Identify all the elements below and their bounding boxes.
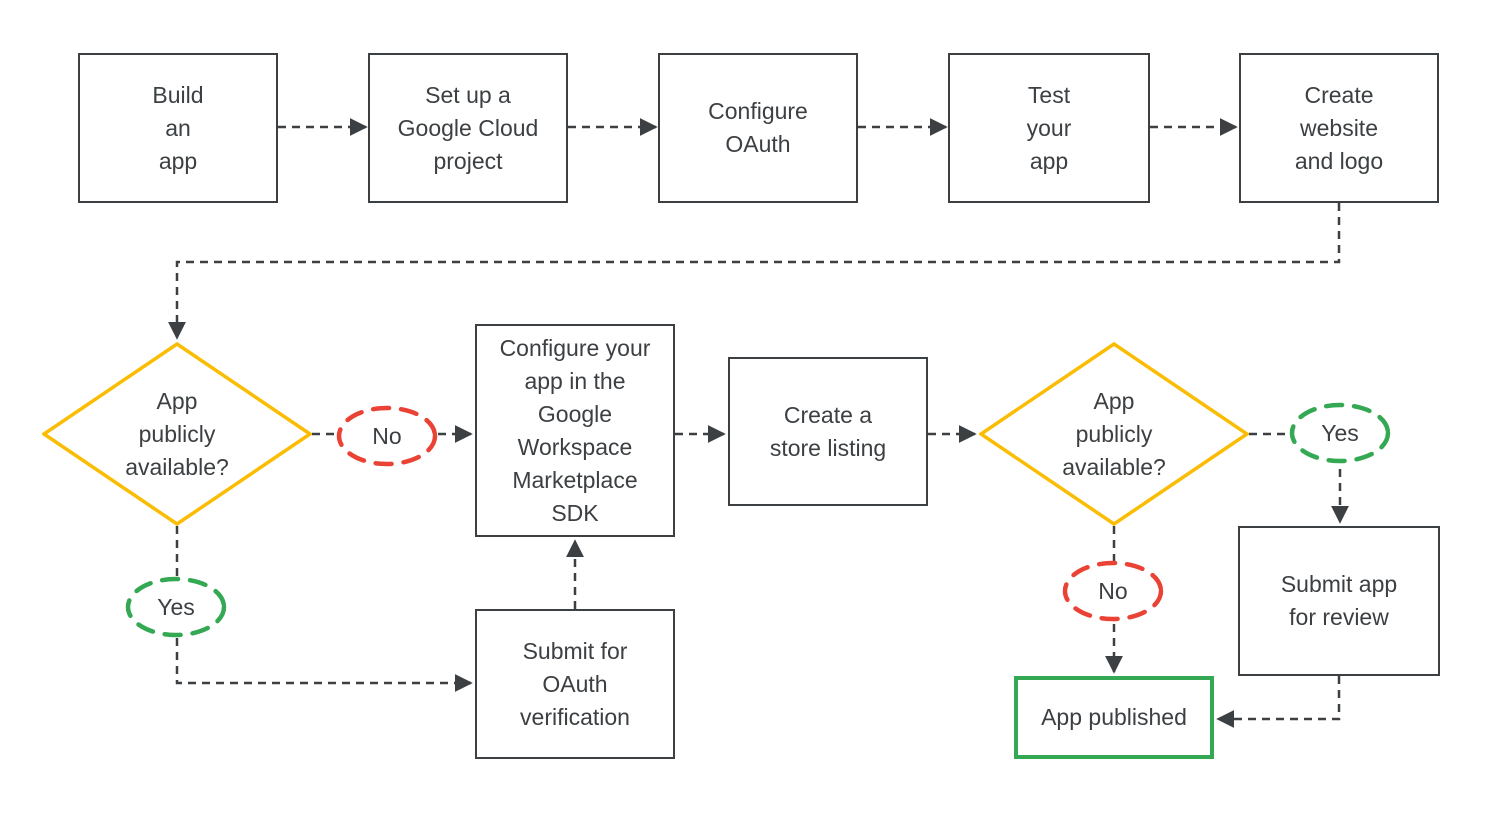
node-build-an-app-label: Build an app bbox=[152, 81, 204, 174]
node-create-store-listing: Create a store listing bbox=[728, 357, 928, 506]
edge-label-yes-right: Yes bbox=[1288, 401, 1392, 465]
edge-label-no-right-text: No bbox=[1098, 577, 1128, 604]
edge-label-no-left-text: No bbox=[372, 422, 402, 449]
oval-outline-yes-left bbox=[125, 576, 227, 638]
node-test-your-app-label: Test your app bbox=[1026, 81, 1072, 174]
node-create-store-listing-label: Create a store listing bbox=[769, 401, 887, 461]
node-sdk-label: Configure your app in the Google Workspa… bbox=[499, 334, 651, 526]
oval-outline-yes-right bbox=[1289, 402, 1391, 464]
edge-label-no-right: No bbox=[1061, 559, 1165, 623]
node-decision-left-label: App publicly available? bbox=[125, 387, 229, 480]
node-set-up-google-cloud-project-label: Set up a Google Cloud project bbox=[397, 81, 539, 174]
node-create-website-and-logo: Create website and logo bbox=[1239, 53, 1439, 203]
oval-outline-no-left bbox=[336, 405, 438, 467]
node-decision-right-label: App publicly available? bbox=[1062, 387, 1166, 480]
connector-decision-left-yes-to-oauth-verification bbox=[175, 526, 473, 692]
connector-submit-review-to-app-published bbox=[1216, 676, 1341, 728]
node-set-up-google-cloud-project: Set up a Google Cloud project bbox=[368, 53, 568, 203]
node-test-your-app: Test your app bbox=[948, 53, 1150, 203]
diamond-outline-right bbox=[979, 342, 1249, 526]
node-create-website-and-logo-label: Create website and logo bbox=[1294, 81, 1384, 174]
oval-outline-no-right bbox=[1062, 560, 1164, 622]
node-build-an-app: Build an app bbox=[78, 53, 278, 203]
node-submit-for-oauth-verification: Submit for OAuth verification bbox=[475, 609, 675, 759]
node-oauth-verification-label: Submit for OAuth verification bbox=[520, 637, 630, 730]
node-configure-oauth: Configure OAuth bbox=[658, 53, 858, 203]
edge-label-yes-right-text: Yes bbox=[1321, 419, 1359, 446]
edge-label-no-left: No bbox=[335, 404, 439, 468]
node-submit-review-label: Submit app for review bbox=[1280, 571, 1398, 630]
node-app-published: App published bbox=[1014, 676, 1214, 759]
node-app-published-label: App published bbox=[1041, 704, 1187, 730]
node-decision-app-publicly-available-right: App publicly available? bbox=[979, 342, 1249, 526]
edge-label-yes-left-text: Yes bbox=[157, 593, 195, 620]
node-submit-app-for-review: Submit app for review bbox=[1238, 526, 1440, 676]
edge-label-yes-left: Yes bbox=[124, 575, 228, 639]
node-configure-app-in-marketplace-sdk: Configure your app in the Google Workspa… bbox=[475, 324, 675, 537]
connector-website-to-decision-left bbox=[168, 203, 1341, 340]
diamond-outline-left bbox=[42, 342, 312, 526]
node-decision-app-publicly-available-left: App publicly available? bbox=[42, 342, 312, 526]
node-configure-oauth-label: Configure OAuth bbox=[708, 98, 808, 157]
